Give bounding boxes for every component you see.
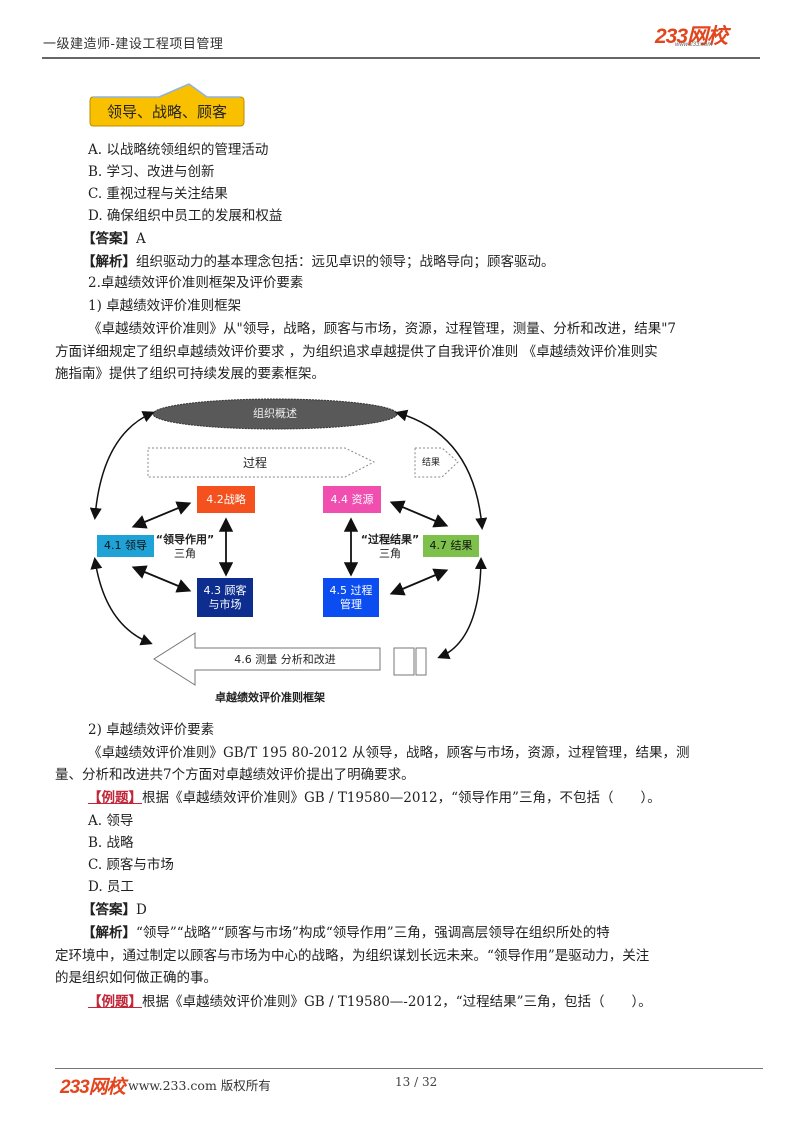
box-4-5-line-1: 4.5 过程 <box>329 583 373 597</box>
diagram-caption: 卓越绩效评价准则框架 <box>215 691 325 704</box>
example-label: 【例题】 <box>88 790 142 806</box>
subsection-1-heading: 1) 卓越绩效评价准则框架 <box>88 298 242 314</box>
answer-value: A <box>136 231 146 247</box>
box-4-3-customers-market: 4.3 顾客 与市场 <box>197 578 253 617</box>
brand-logo: 233网校 <box>655 25 728 48</box>
box-4-1-leadership: 4.1 领导 <box>97 535 154 557</box>
footer-brand-logo: 233网校 <box>60 1077 126 1098</box>
process-results-triangle-label: “过程结果” 三角 <box>358 533 422 561</box>
org-overview-label: 组织概述 <box>253 407 297 420</box>
brand-logo-url: www.233.com <box>675 42 713 48</box>
box-4-7-results: 4.7 结果 <box>423 535 479 557</box>
box-4-2-strategy: 4.2战略 <box>197 486 255 513</box>
paragraph-2-line-2: 量、分析和改进共7个方面对卓越绩效评价提出了明确要求。 <box>55 767 415 783</box>
q2-stem-text: 根据《卓越绩效评价准则》GB / T19580—2012，“领导作用”三角，不包… <box>142 790 661 806</box>
q1-option-b: B. 学习、改进与创新 <box>88 164 215 180</box>
q2-stem: 【例题】根据《卓越绩效评价准则》GB / T19580—2012，“领导作用”三… <box>88 788 661 808</box>
q2-option-d: D. 员工 <box>88 879 134 895</box>
q1-analysis: 【解析】组织驱动力的基本理念包括：远见卓识的领导；战略导向；顾客驱动。 <box>82 252 555 272</box>
box-4-5-process-management: 4.5 过程 管理 <box>323 578 379 617</box>
answer-label: 【答案】 <box>82 902 136 918</box>
box-4-6-measurement: 4.6 测量 分析和改进 <box>234 653 336 666</box>
page-number: 13 / 32 <box>395 1075 438 1089</box>
paragraph-1-line-3: 施指南》提供了组织可持续发展的要素框架。 <box>55 366 325 382</box>
q1-option-c: C. 重视过程与关注结果 <box>88 186 228 202</box>
leadership-triangle-line-2: 三角 <box>174 547 196 560</box>
analysis-label: 【解析】 <box>82 925 136 941</box>
q3-stem-text: 根据《卓越绩效评价准则》GB / T19580—-2012，“过程结果”三角，包… <box>142 994 652 1010</box>
callout-shape-icon <box>89 83 245 127</box>
header-divider <box>42 57 760 59</box>
excellence-framework-diagram: 组织概述 过程 结果 4.2战略 4.4 资源 4.1 领导 4.7 结果 4.… <box>80 395 520 715</box>
q1-option-d: D. 确保组织中员工的发展和权益 <box>88 208 283 224</box>
q2-analysis-line-1: 【解析】“领导”“战略”“顾客与市场”构成“领导作用”三角，强调高层领导在组织所… <box>82 923 610 943</box>
example-label: 【例题】 <box>88 994 142 1010</box>
analysis-text: 组织驱动力的基本理念包括：远见卓识的领导；战略导向；顾客驱动。 <box>136 254 555 270</box>
callout-label: 领导、战略、顾客 <box>106 103 227 121</box>
q1-option-a: A. 以战略统领组织的管理活动 <box>88 142 269 158</box>
document-header-title: 一级建造师-建设工程项目管理 <box>43 37 224 52</box>
q2-answer: 【答案】D <box>82 900 147 920</box>
answer-label: 【答案】 <box>82 231 136 247</box>
paragraph-2-line-1: 《卓越绩效评价准则》GB/T 195 80-2012 从领导，战略，顾客与市场，… <box>88 745 690 761</box>
box-4-3-line-2: 与市场 <box>208 597 242 611</box>
leadership-triangle-label: “领导作用” 三角 <box>154 533 216 561</box>
box-4-3-line-1: 4.3 顾客 <box>203 583 247 597</box>
q1-answer: 【答案】A <box>82 229 146 249</box>
q2-analysis-line-3: 的是组织如何做正确的事。 <box>55 970 217 986</box>
box-4-4-resources: 4.4 资源 <box>323 486 381 513</box>
process-arrow-label: 过程 <box>242 456 267 470</box>
analysis-label: 【解析】 <box>82 254 136 270</box>
q3-stem: 【例题】根据《卓越绩效评价准则》GB / T19580—-2012，“过程结果”… <box>88 992 652 1012</box>
answer-value: D <box>136 902 147 918</box>
result-arrow-label: 结果 <box>421 458 440 468</box>
section-heading: 2.卓越绩效评价准则框架及评价要素 <box>88 275 304 291</box>
q2-option-a: A. 领导 <box>88 813 134 829</box>
box-4-5-line-2: 管理 <box>340 597 362 611</box>
q2-option-b: B. 战略 <box>88 835 134 851</box>
analysis-text: “领导”“战略”“顾客与市场”构成“领导作用”三角，强调高层领导在组织所处的特 <box>136 925 610 941</box>
diagram-connectors-icon <box>89 398 488 686</box>
paragraph-1-line-1: 《卓越绩效评价准则》从"领导，战略，顾客与市场，资源，过程管理，测量、分析和改进… <box>88 321 677 337</box>
subsection-2-heading: 2) 卓越绩效评价要素 <box>88 722 215 738</box>
q2-option-c: C. 顾客与市场 <box>88 857 174 873</box>
process-results-triangle-line-1: “过程结果” <box>360 533 420 546</box>
footer-copyright: www.233.com 版权所有 <box>128 1078 271 1093</box>
footer-divider <box>55 1068 763 1069</box>
leadership-triangle-line-1: “领导作用” <box>155 533 215 546</box>
q2-analysis-line-2: 定环境中，通过制定以顾客与市场为中心的战略，为组织谋划长远未来。“领导作用”是驱… <box>55 948 650 964</box>
topic-callout-tag: 领导、战略、顾客 <box>89 83 245 128</box>
process-results-triangle-line-2: 三角 <box>379 547 401 560</box>
paragraph-1-line-2: 方面详细规定了组织卓越绩效评价要求 ，为组织追求卓越提供了自我评价准则 《卓越绩… <box>55 344 658 360</box>
